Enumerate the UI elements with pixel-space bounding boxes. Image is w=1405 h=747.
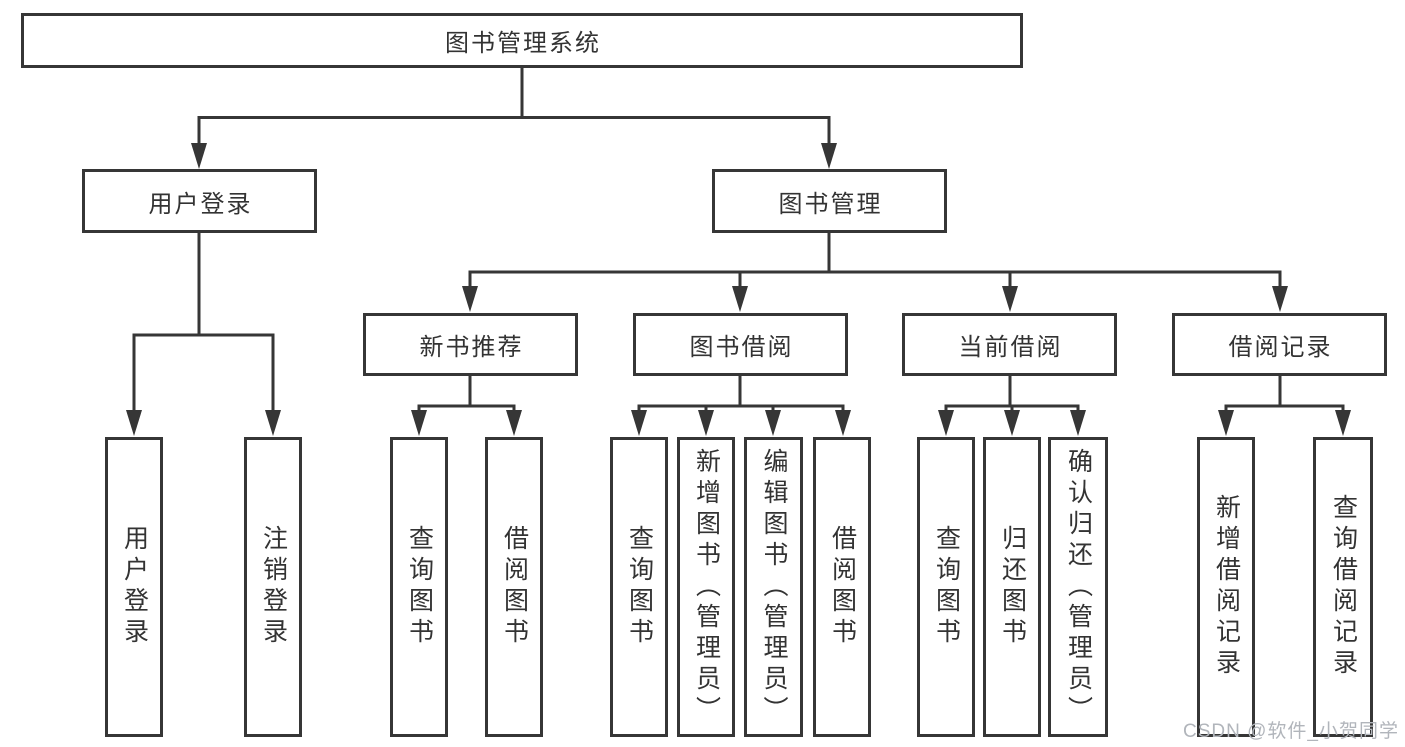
node-label: 新书推荐 [419,334,524,361]
node-leaf-user-login: 用户登录 [105,437,163,737]
node-label: 借阅记录 [1228,334,1333,361]
node-leaf-query-books-borrow: 查询图书 [610,437,668,737]
node-label: 编辑图书（管理员） [760,447,788,727]
node-leaf-borrow-books: 借阅图书 [813,437,871,737]
node-label: 确认归还（管理员） [1064,447,1093,727]
node-leaf-add-book-admin: 新增图书（管理员） [677,437,735,737]
node-user-login: 用户登录 [82,169,317,233]
node-label: 注销登录 [259,525,288,649]
node-label: 归还图书 [998,525,1027,649]
node-leaf-query-borrow-record: 查询借阅记录 [1313,437,1373,737]
node-label: 借阅图书 [500,525,529,649]
node-label: 用户登录 [148,190,253,218]
node-label: 查询图书 [625,525,654,649]
node-book-borrow: 图书借阅 [633,313,848,376]
node-leaf-logout: 注销登录 [244,437,302,737]
node-leaf-return-books: 归还图书 [983,437,1041,737]
node-leaf-edit-book-admin: 编辑图书（管理员） [744,437,803,737]
node-label: 图书管理 [778,190,883,218]
node-label: 借阅图书 [828,525,857,649]
node-label: 新增图书（管理员） [692,447,721,727]
node-leaf-query-books-recommend: 查询图书 [390,437,448,737]
node-current-borrow: 当前借阅 [902,313,1117,376]
node-new-book-recommend: 新书推荐 [363,313,578,376]
node-borrow-records: 借阅记录 [1172,313,1387,376]
node-leaf-query-books-current: 查询图书 [917,437,975,737]
csdn-watermark: CSDN @软件_小贺同学 [1183,721,1399,742]
node-label: 用户登录 [120,525,149,649]
node-leaf-borrow-books-recommend: 借阅图书 [485,437,543,737]
node-leaf-add-borrow-record: 新增借阅记录 [1197,437,1255,737]
node-label: 当前借阅 [958,334,1063,361]
node-book-management: 图书管理 [712,169,947,233]
node-label: 新增借阅记录 [1212,494,1241,680]
node-label: 查询借阅记录 [1329,494,1358,680]
node-label: 图书管理系统 [445,30,601,57]
node-library-system: 图书管理系统 [21,13,1023,68]
node-label: 查询图书 [932,525,961,649]
node-label: 查询图书 [405,525,434,649]
node-leaf-confirm-return-admin: 确认归还（管理员） [1048,437,1108,737]
node-label: 图书借阅 [689,334,794,361]
